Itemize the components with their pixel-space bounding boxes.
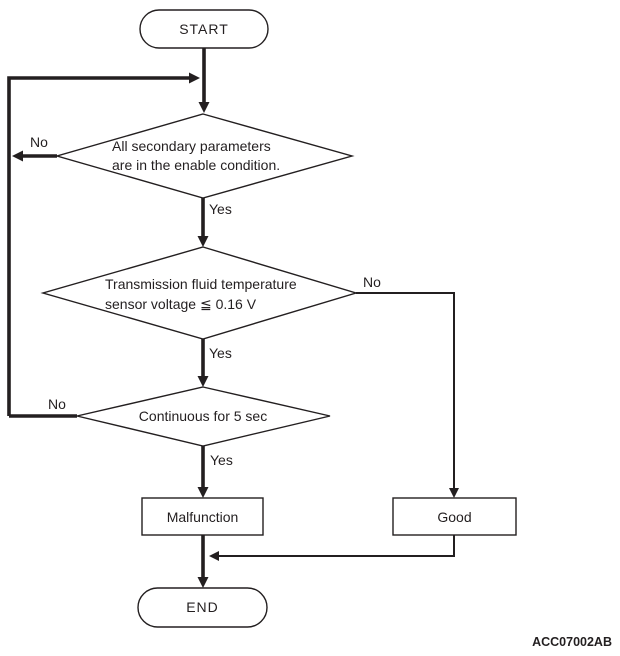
decision-continuous-line1: Continuous for 5 sec [139,408,267,424]
edge-good-merge [219,535,455,557]
edge-decision2-no [356,292,455,489]
arrowhead-good-merge [209,551,219,561]
figure-code: ACC07002AB [532,635,612,649]
decision-secondary-parameters-line1: All secondary parameters [112,138,271,154]
arrowhead-into-decision1 [198,102,210,113]
outcome-good [392,497,517,536]
arrowhead-into-malfunction [197,487,209,498]
arrowhead-decision1-no [12,150,23,162]
start-node-label: START [179,21,229,37]
decision-sensor-voltage [40,246,359,340]
edge-loop-return [7,76,190,416]
decision1-no-label: No [30,134,48,150]
outcome-good-label: Good [437,509,471,525]
decision3-yes-label: Yes [210,452,233,468]
arrowhead-into-good [449,488,459,498]
decision-sensor-voltage-line2: sensor voltage ≦ 0.16 V [105,296,257,312]
decision3-no-label: No [48,396,66,412]
start-node [139,9,269,49]
decision-continuous [76,386,331,447]
decision2-no-label: No [363,274,381,290]
arrowhead-into-decision3 [197,376,209,387]
arrowhead-into-end [197,577,209,588]
outcome-malfunction-label: Malfunction [167,509,239,525]
decision-sensor-voltage-line1: Transmission fluid temperature [105,276,297,292]
outcome-malfunction [141,497,264,536]
decision-secondary-parameters [54,113,355,199]
end-node [137,587,268,628]
end-node-label: END [186,599,219,615]
arrowhead-into-decision2 [197,236,209,247]
decision2-yes-label: Yes [209,345,232,361]
decision1-yes-label: Yes [209,201,232,217]
arrowhead-loop-rejoin [189,72,200,84]
decision-secondary-parameters-line2: are in the enable condition. [112,157,280,173]
